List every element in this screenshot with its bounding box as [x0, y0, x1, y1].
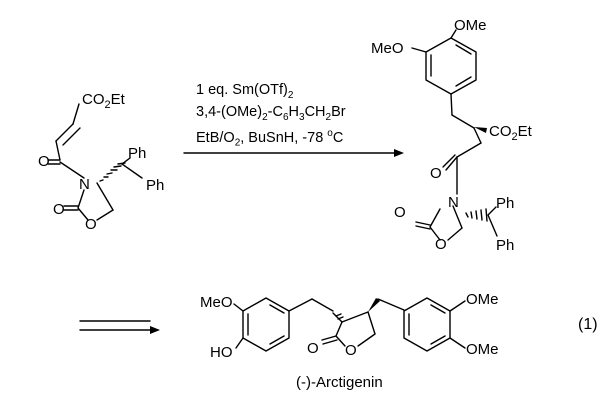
multistep-arrow	[79, 320, 160, 334]
reaction-arrow-1	[183, 149, 404, 157]
condition-line-1: 1 eq. Sm(OTf)2	[196, 82, 294, 101]
nitrogen-label: N	[79, 176, 90, 193]
carbonyl-o-label: O	[38, 153, 50, 170]
alkylated-product: OMe MeO CO2Et O N O O Ph Ph	[371, 17, 533, 254]
ring-o-product: O	[435, 236, 447, 253]
meo-label-arctigenin: MeO	[200, 294, 233, 311]
carbonyl-o-product: O	[430, 165, 442, 182]
ring-carbonyl-o-product: O	[394, 204, 406, 221]
ester-label: CO2Et	[82, 91, 126, 111]
phenyl-label-4: Ph	[496, 237, 514, 254]
nitrogen-label-product: N	[448, 194, 459, 211]
lactone-carbonyl-o: O	[307, 340, 319, 357]
phenyl-label-1: Ph	[128, 145, 146, 162]
ring-carbonyl-o-label: O	[53, 201, 65, 218]
ome-label-arctigenin-2: OMe	[466, 341, 499, 358]
meo-label-top: MeO	[371, 40, 404, 57]
arctigenin-structure: MeO HO O O OMe OMe	[200, 291, 499, 361]
lactone-ring-o: O	[345, 342, 357, 359]
product-name: (-)-Arctigenin	[296, 374, 383, 391]
equation-number: (1)	[578, 316, 598, 333]
phenyl-label-3: Ph	[496, 195, 514, 212]
starting-material: CO2Et O N O O Ph Ph	[38, 91, 164, 233]
ome-label-top: OMe	[454, 17, 487, 34]
phenyl-label-2: Ph	[146, 177, 164, 194]
ho-label-arctigenin: HO	[210, 344, 233, 361]
ester-label-product: CO2Et	[489, 123, 533, 143]
ring-o-label: O	[85, 216, 97, 233]
condition-line-3: EtB/O2, BuSnH, -78 oC	[196, 128, 344, 149]
condition-line-2: 3,4-(OMe)2-C6H3CH2Br	[196, 104, 346, 123]
ome-label-arctigenin-1: OMe	[466, 291, 499, 308]
